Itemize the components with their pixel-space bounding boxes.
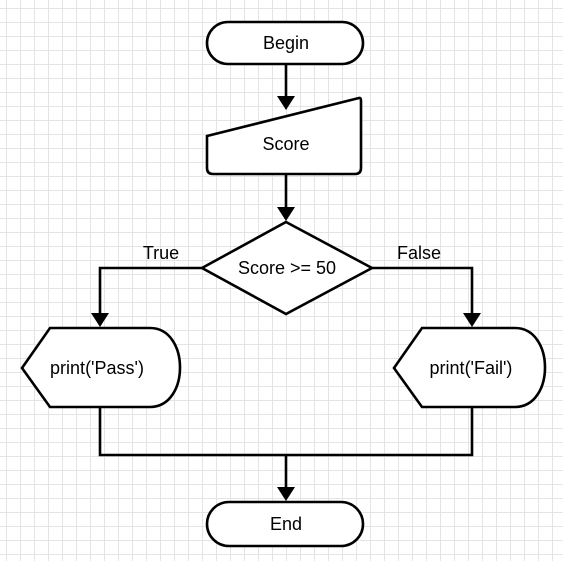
score-input-node[interactable]: Score xyxy=(205,96,363,176)
edge-decision-to-pass[interactable] xyxy=(91,266,202,327)
edge-decision-to-fail[interactable] xyxy=(372,266,481,327)
fail-display-node[interactable]: print('Fail') xyxy=(392,326,547,409)
begin-node-label: Begin xyxy=(263,33,309,53)
end-node-label: End xyxy=(270,514,302,534)
edge-merge-to-end[interactable] xyxy=(98,407,474,501)
decision-node[interactable]: Score >= 50 xyxy=(199,220,375,316)
edge-begin-to-score[interactable] xyxy=(277,64,295,110)
score-input-label: Score xyxy=(262,134,309,154)
end-node[interactable]: End xyxy=(205,500,365,548)
false-label: False xyxy=(397,243,441,263)
begin-node[interactable]: Begin xyxy=(205,20,365,66)
pass-display-node[interactable]: print('Pass') xyxy=(20,326,182,409)
true-label: True xyxy=(143,243,179,263)
edge-score-to-decision[interactable] xyxy=(277,173,295,221)
fail-display-label: print('Fail') xyxy=(430,358,513,378)
decision-label: Score >= 50 xyxy=(238,258,336,278)
pass-display-label: print('Pass') xyxy=(50,358,144,378)
